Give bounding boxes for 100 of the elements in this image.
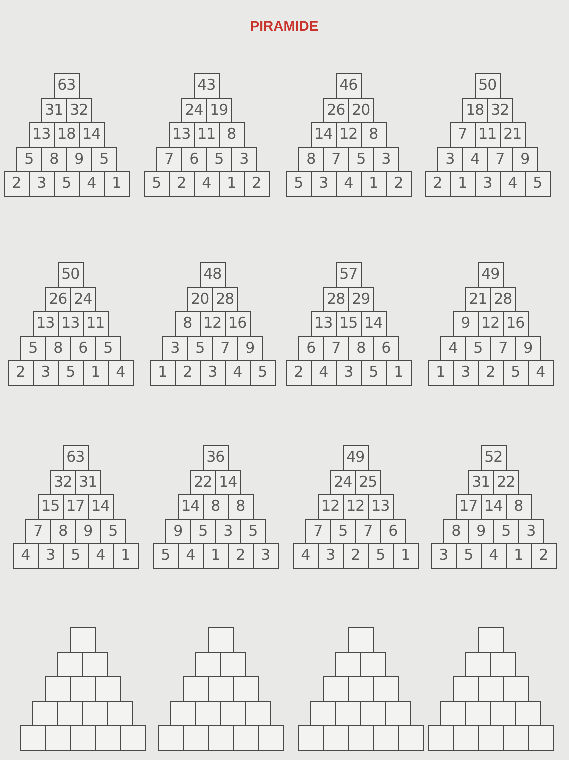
handwritten-number: 9 [520, 152, 530, 167]
handwritten-number: 1 [369, 176, 378, 192]
handwritten-number: 28 [327, 292, 346, 307]
handwritten-number: 25 [359, 474, 378, 490]
handwritten-number: 3 [526, 524, 536, 539]
pyramid-cell [342, 494, 369, 520]
handwritten-number: 31 [472, 474, 490, 490]
handwritten-number: 28 [216, 292, 234, 307]
handwritten-number: 3 [41, 365, 50, 380]
handwritten-number: 24 [185, 102, 204, 118]
handwritten-number: 32 [70, 102, 88, 118]
handwritten-number: 4 [470, 152, 480, 167]
handwritten-number: 3 [446, 152, 455, 167]
handwritten-number: 1 [227, 176, 236, 192]
pyramid-cell [474, 171, 501, 197]
pyramid-cell [465, 286, 492, 312]
handwritten-number: 5 [248, 524, 258, 539]
pyramid-cell [181, 98, 208, 124]
handwritten-number: 14 [219, 474, 238, 490]
handwritten-number: 5 [294, 176, 304, 192]
pyramid-cell [202, 543, 229, 569]
handwritten-number: 57 [340, 267, 358, 282]
handwritten-number: 14 [484, 499, 503, 514]
handwritten-number: 12 [340, 127, 358, 142]
handwritten-number: 3 [326, 548, 336, 564]
pyramid-cell [38, 543, 64, 569]
handwritten-number: 3 [439, 548, 448, 564]
handwritten-number: 9 [174, 524, 183, 539]
pyramid-cell [231, 146, 258, 172]
pyramid-cell [194, 73, 220, 99]
handwritten-number: 13 [36, 316, 55, 332]
handwritten-number: 5 [62, 176, 72, 192]
handwritten-number: 4 [96, 548, 106, 564]
handwritten-number: 9 [524, 340, 533, 356]
handwritten-number: 2 [177, 176, 186, 192]
pyramid-cell [112, 543, 139, 569]
handwritten-number: 36 [206, 450, 225, 466]
pyramid-cell [104, 171, 130, 197]
handwritten-number: 3 [170, 340, 180, 356]
pyramid-cell [478, 311, 504, 337]
handwritten-number: 1 [211, 548, 220, 564]
handwritten-number: 6 [306, 340, 316, 356]
pyramid-cell [150, 360, 176, 386]
handwritten-number: 5 [66, 365, 76, 380]
pyramid-cell [194, 122, 220, 148]
pyramid-cell [450, 171, 476, 197]
handwritten-number: 4 [319, 365, 328, 380]
handwritten-number: 14 [314, 127, 333, 142]
handwritten-number: 4 [21, 548, 30, 564]
pyramid-cell [178, 494, 204, 520]
pyramid-cell [500, 171, 526, 197]
handwritten-number: 3 [382, 152, 391, 167]
handwritten-number: 4 [202, 176, 212, 192]
pyramid-cell [424, 171, 451, 197]
pyramid-cell [392, 543, 419, 569]
empty-pyramid-cell [348, 627, 374, 653]
pyramid-cell [62, 543, 89, 569]
pyramid-cell [54, 171, 80, 197]
pyramid-cell [428, 360, 454, 386]
handwritten-number: 11 [198, 127, 216, 142]
handwritten-number: 22 [497, 474, 516, 490]
pyramid-cell [373, 146, 400, 172]
handwritten-number: 4 [87, 176, 96, 192]
pyramid-cell [506, 494, 532, 520]
pyramid-cell [8, 360, 34, 386]
handwritten-number: 5 [28, 340, 38, 356]
pyramid-cell [200, 360, 226, 386]
pyramid-cell [212, 286, 238, 312]
handwritten-number: 49 [482, 267, 500, 282]
handwritten-number: 12 [204, 316, 222, 332]
pyramid-cell [152, 543, 179, 569]
handwritten-number: 2 [351, 548, 360, 564]
pyramid-cell [368, 543, 394, 569]
handwritten-number: 3 [37, 176, 46, 192]
pyramid-cell [41, 98, 68, 124]
pyramid-cell [462, 98, 488, 124]
handwritten-number: 5 [198, 524, 208, 539]
pyramid-cell [493, 470, 520, 496]
handwritten-number: 46 [340, 78, 358, 94]
pyramid-cell [168, 122, 195, 148]
handwritten-number: 50 [62, 267, 80, 282]
handwritten-number: 2 [16, 365, 26, 380]
handwritten-number: 5 [196, 340, 205, 356]
pyramid-cell [502, 311, 529, 337]
handwritten-number: 5 [258, 365, 268, 380]
pyramid-cell [310, 122, 337, 148]
handwritten-number: 26 [49, 292, 68, 307]
handwritten-number: 5 [24, 152, 34, 167]
handwritten-number: 21 [469, 292, 488, 307]
pyramid-cell [174, 360, 201, 386]
handwritten-number: 8 [236, 499, 246, 514]
handwritten-number: 3 [46, 548, 56, 564]
pyramid-cell [342, 445, 369, 471]
pyramid-cell [12, 543, 39, 569]
handwritten-number: 32 [54, 474, 72, 490]
worksheet-title: PIRAMIDE [249, 18, 320, 34]
pyramid-cell [194, 171, 220, 197]
pyramid-cell [108, 360, 134, 386]
pyramid-cell [237, 336, 264, 362]
pyramid-cell [62, 445, 89, 471]
